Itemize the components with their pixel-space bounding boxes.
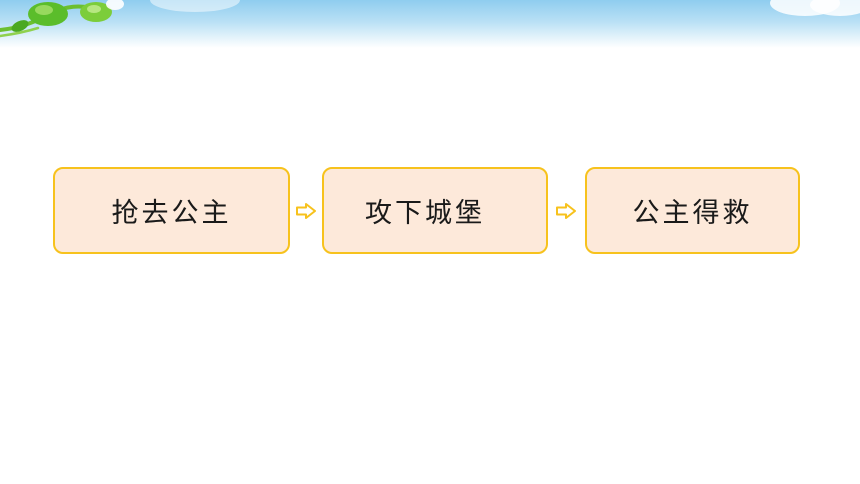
- flow-step-label: 攻下城堡: [365, 198, 485, 229]
- flow-step-label: 公主得救: [632, 198, 753, 229]
- right-arrow-icon: [556, 203, 576, 219]
- flow-step-3: 公主得救: [585, 167, 800, 254]
- cloud-decoration: [150, 0, 240, 12]
- right-arrow-icon: [296, 203, 316, 219]
- flow-step-1: 抢去公主: [53, 167, 290, 254]
- cloud-decoration: [810, 0, 860, 16]
- flow-step-2: 攻下城堡: [322, 167, 548, 254]
- header-sky-band: [0, 0, 860, 48]
- flow-step-label: 抢去公主: [111, 198, 232, 229]
- vine-leaves-decoration: [0, 0, 124, 38]
